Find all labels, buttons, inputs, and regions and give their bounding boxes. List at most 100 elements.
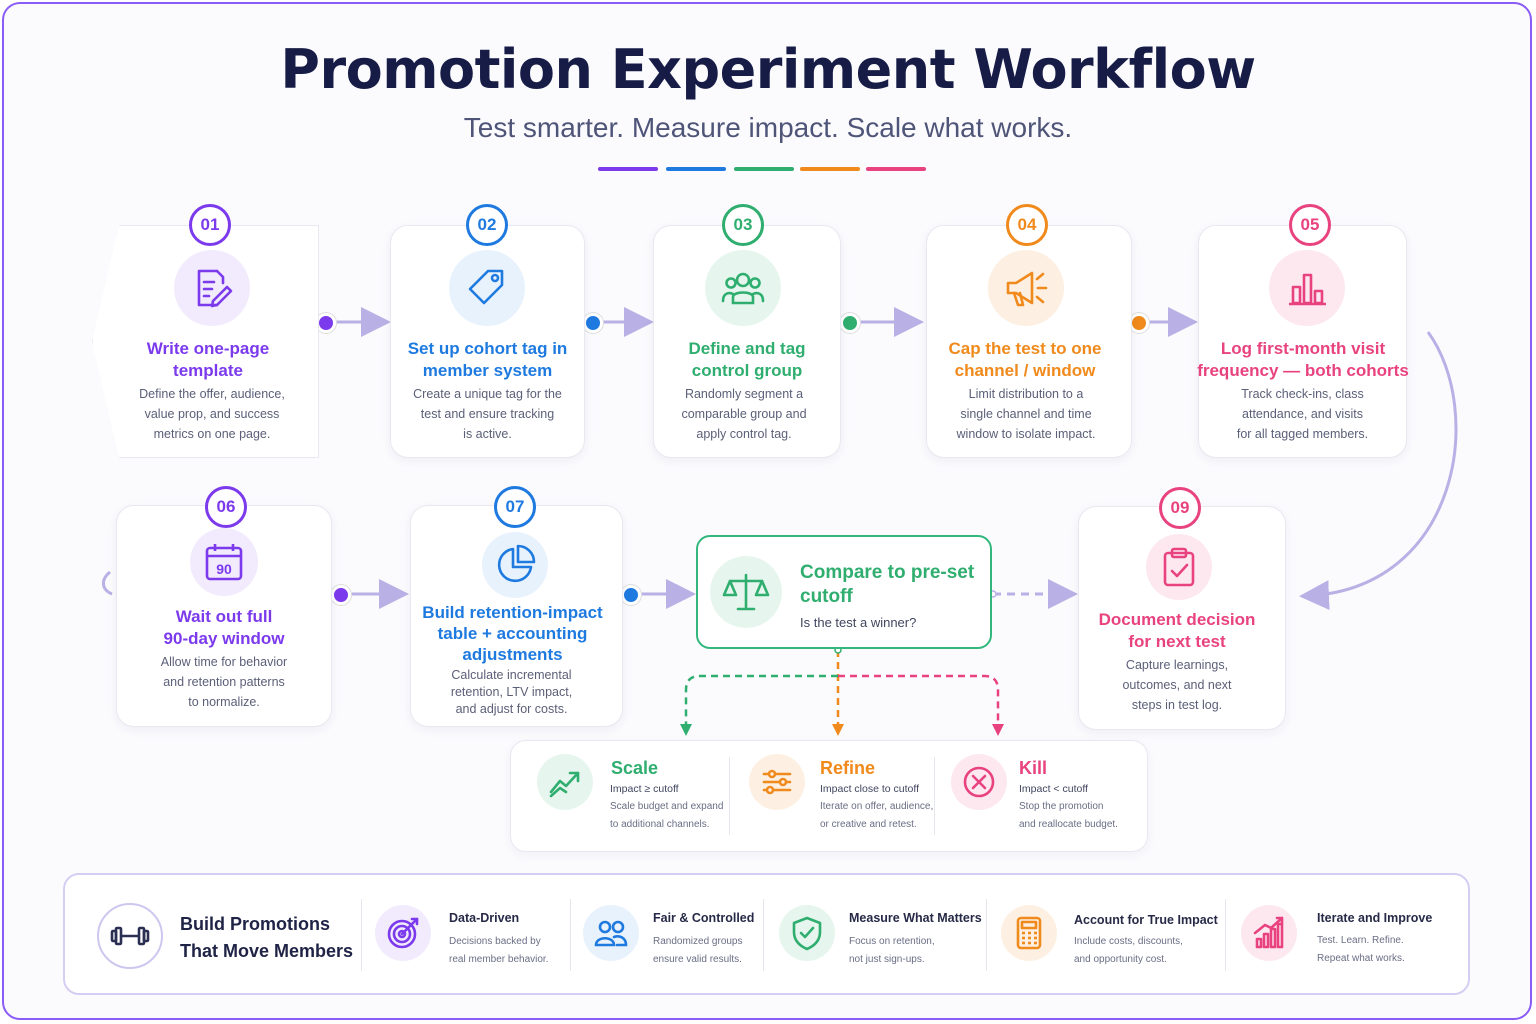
step-title-line: Write one-page <box>146 339 270 358</box>
footer-item-description: Randomized groups ensure valid results. <box>653 933 743 969</box>
megaphone-icon <box>988 250 1064 326</box>
x-circle-icon <box>951 754 1007 810</box>
connector-dot-1 <box>316 313 336 333</box>
step-title-line: Define and tag <box>688 339 806 358</box>
outcome-title: Refine <box>820 758 876 778</box>
step-number-badge: 06 <box>205 486 247 528</box>
footer-item-description-line: Randomized groups <box>653 936 743 947</box>
step-number-badge: 03 <box>722 204 764 246</box>
calendar-icon-text: 90 <box>216 561 232 577</box>
document-edit-icon <box>174 250 250 326</box>
accent-rule-pink <box>866 167 926 171</box>
pie-chart-icon <box>482 532 548 598</box>
step-title-line: channel / window <box>954 361 1096 380</box>
outcome-description-line: or creative and retest. <box>820 819 917 830</box>
page-subtitle: Test smarter. Measure impact. Scale what… <box>463 112 1073 143</box>
step-description-line: is active. <box>463 427 512 441</box>
footer-divider <box>1225 899 1226 971</box>
footer-brand-line: Build Promotions <box>180 914 330 934</box>
step-title-line: Document decision <box>1098 610 1256 629</box>
step-description-line: attendance, and visits <box>1242 407 1363 421</box>
step-description-line: apply control tag. <box>696 427 792 441</box>
decision-question: Is the test a winner? <box>800 615 917 630</box>
outcome-description-line: and reallocate budget. <box>1019 819 1118 830</box>
step-description: Randomly segment a comparable group and … <box>653 384 835 444</box>
footer-brand-line: That Move Members <box>180 941 354 961</box>
step-description: Calculate incremental retention, LTV imp… <box>410 667 613 718</box>
footer-item-description-line: Test. Learn. Refine. <box>1317 935 1404 946</box>
step-title-line: Set up cohort tag in <box>407 339 568 358</box>
step-title: Write one-page template <box>108 338 308 382</box>
accent-rule-orange <box>800 167 860 171</box>
footer-divider <box>986 899 987 971</box>
step-description-line: and retention patterns <box>163 675 285 689</box>
step-description-line: Capture learnings, <box>1125 658 1229 672</box>
step-description-line: Define the offer, audience, <box>139 387 285 401</box>
accent-rule-blue <box>666 167 726 171</box>
footer-item-description-line: Focus on retention, <box>849 936 935 947</box>
step-description-line: window to isolate impact. <box>956 427 1096 441</box>
page-title: Promotion Experiment Workflow <box>280 38 1256 101</box>
step-title-line: control group <box>691 361 803 380</box>
step-title-line: Wait out full <box>175 607 273 626</box>
step-title-line: member system <box>422 361 553 380</box>
outcome-divider <box>729 757 730 835</box>
shield-check-icon <box>779 905 835 961</box>
step-description-line: value prop, and success <box>144 407 280 421</box>
step-title-line: Build retention-impact <box>422 603 603 622</box>
group-icon <box>705 250 781 326</box>
step-number-badge: 02 <box>466 204 508 246</box>
decision-title-line: Compare to pre-set <box>800 562 975 583</box>
sliders-icon <box>749 754 805 810</box>
step-description-line: metrics on one page. <box>153 427 271 441</box>
outcome-description-line: Iterate on offer, audience, <box>820 801 934 812</box>
step-title: Wait out full 90-day window <box>120 606 328 650</box>
footer-item-description-line: Decisions backed by <box>449 936 541 947</box>
step-title: Document decision for next test <box>1078 609 1276 653</box>
tag-icon <box>449 250 525 326</box>
footer-divider <box>361 899 362 971</box>
outcome-title: Kill <box>1019 758 1048 778</box>
footer-item-description-line: Include costs, discounts, <box>1074 936 1183 947</box>
target-icon <box>375 905 431 961</box>
outcome-description-line: Scale budget and expand <box>610 801 724 812</box>
step-description-line: comparable group and <box>681 407 807 421</box>
connector-dot-4 <box>1129 313 1149 333</box>
outcome-description: Scale budget and expand to additional ch… <box>610 798 723 834</box>
footer-item-title: Account for True Impact <box>1074 913 1218 927</box>
footer-item-description-line: and opportunity cost. <box>1074 954 1167 965</box>
principles-footer: Build Promotions That Move Members Data-… <box>63 873 1470 995</box>
step-number-badge: 07 <box>494 486 536 528</box>
outcomes-panel: Scale Impact ≥ cutoff Scale budget and e… <box>510 740 1148 852</box>
step-description-line: Allow time for behavior <box>160 655 288 669</box>
step-description: Capture learnings, outcomes, and next st… <box>1078 655 1276 715</box>
step-title-line: frequency — both cohorts <box>1197 361 1409 380</box>
bar-chart-icon <box>1269 250 1345 326</box>
outcome-condition: Impact ≥ cutoff <box>610 783 679 795</box>
step-description: Allow time for behavior and retention pa… <box>120 652 328 712</box>
step-title-line: for next test <box>1128 632 1226 651</box>
connector-dot-2 <box>583 313 603 333</box>
footer-divider <box>570 899 571 971</box>
step-description: Track check-ins, class attendance, and v… <box>1198 384 1407 444</box>
step-description-line: steps in test log. <box>1131 698 1223 712</box>
footer-item-title: Measure What Matters <box>849 911 982 925</box>
footer-item-description-line: Repeat what works. <box>1317 953 1405 964</box>
footer-divider <box>763 899 764 971</box>
step-title: Set up cohort tag in member system <box>390 338 585 382</box>
dumbbell-icon <box>97 903 163 969</box>
calculator-icon <box>1001 905 1057 961</box>
step-description: Limit distribution to a single channel a… <box>926 384 1126 444</box>
step-title-line: template <box>173 361 243 380</box>
step-description-line: single channel and time <box>960 407 1092 421</box>
outcome-divider <box>934 757 935 835</box>
footer-item-description: Include costs, discounts, and opportunit… <box>1074 933 1183 969</box>
calendar-icon: 90 <box>190 528 258 596</box>
footer-item-description: Decisions backed by real member behavior… <box>449 933 549 969</box>
users-icon <box>583 905 639 961</box>
connector-dot-6 <box>331 585 351 605</box>
footer-item-title: Data-Driven <box>449 911 520 925</box>
step-number-badge: 01 <box>189 204 231 246</box>
step-number-badge: 05 <box>1289 204 1331 246</box>
step-description: Create a unique tag for the test and ens… <box>390 384 585 444</box>
